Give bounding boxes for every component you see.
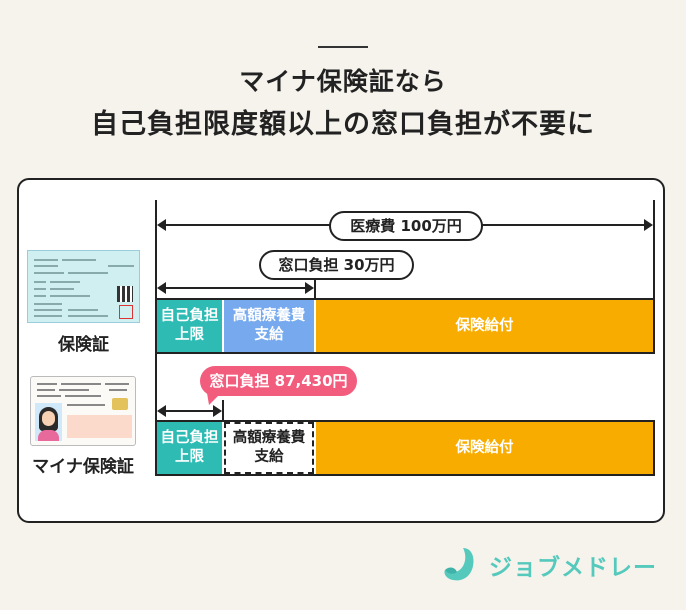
row1-self-limit-l1: 自己負担 xyxy=(160,308,219,324)
row2-window-pill: 窓口負担 87,430円 xyxy=(200,366,357,396)
row1-high-cost-l2: 支給 xyxy=(254,327,284,343)
row1-arrow-left xyxy=(157,282,166,294)
row2-self-limit-l1: 自己負担 xyxy=(160,430,219,446)
row2-high-cost-l2: 支給 xyxy=(254,449,284,465)
title-line-1: マイナ保険証なら xyxy=(239,67,447,96)
row1-window-pill: 窓口負担 30万円 xyxy=(259,250,414,280)
row1-label: 保険証 xyxy=(58,335,109,355)
row2-high-cost-l1: 高額療養費 xyxy=(232,430,306,446)
row2-bracket-right-tick xyxy=(222,400,224,420)
row2-self-limit-segment: 自己負担 上限 xyxy=(157,422,222,474)
row1-self-limit-segment: 自己負担 上限 xyxy=(157,300,222,352)
row2-arrow-left xyxy=(157,405,166,417)
row2-self-limit-l2: 上限 xyxy=(175,449,204,465)
row1-bracket-right-tick xyxy=(314,278,316,298)
row1-arrow-right xyxy=(305,282,314,294)
row2-high-cost-segment: 高額療養費 支給 xyxy=(224,422,314,474)
row1-benefit-segment: 保険給付 xyxy=(316,300,653,352)
row2-span-line xyxy=(160,410,220,412)
title-line-2: 自己負担限度額以上の窓口負担が不要に xyxy=(91,109,595,140)
ic-chip-icon xyxy=(112,398,128,410)
row2-bar xyxy=(155,420,655,476)
row2-benefit-segment: 保険給付 xyxy=(316,422,653,474)
bracket-right-tick xyxy=(653,200,655,298)
row1-span-line xyxy=(160,287,312,289)
card2-info-band xyxy=(67,415,132,438)
brand-name: ジョブメドレー xyxy=(489,555,657,581)
total-arrow-left xyxy=(157,219,166,231)
mynumber-card-image xyxy=(30,376,136,446)
insurance-card-image xyxy=(27,250,140,323)
title-rule xyxy=(318,46,368,48)
total-cost-pill: 医療費 100万円 xyxy=(329,211,483,241)
row1-high-cost-l1: 高額療養費 xyxy=(232,308,306,324)
row1-bar xyxy=(155,298,655,354)
brand-logo: ジョブメドレー xyxy=(441,545,657,585)
card1-stamp xyxy=(119,305,133,319)
jobmedley-mark-icon xyxy=(444,548,474,581)
row1-high-cost-segment: 高額療養費 支給 xyxy=(224,300,314,352)
qr-code-icon xyxy=(117,286,133,302)
total-arrow-right xyxy=(644,219,653,231)
row2-arrow-right xyxy=(213,405,222,417)
row1-self-limit-l2: 上限 xyxy=(175,327,204,343)
row2-label: マイナ保険証 xyxy=(32,457,134,477)
row2-pill-tail xyxy=(207,393,221,405)
portrait-photo xyxy=(35,403,62,441)
